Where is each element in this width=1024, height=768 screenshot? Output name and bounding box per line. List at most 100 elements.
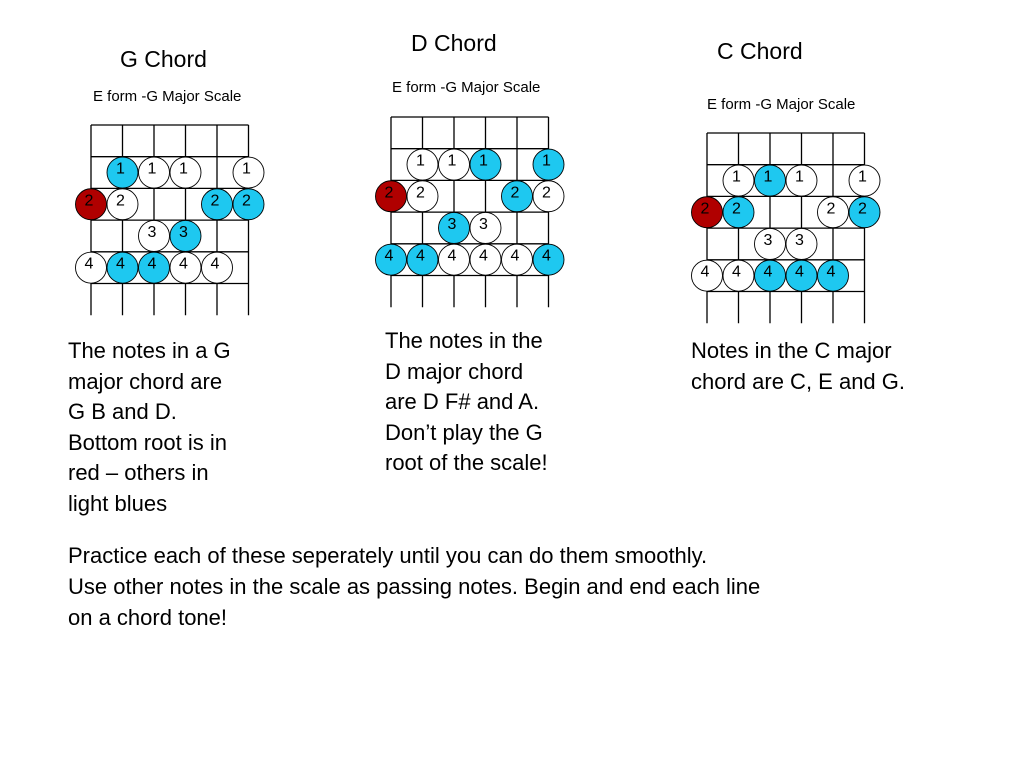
chord-note-dot [501, 180, 533, 213]
chord-note-dot [817, 259, 849, 292]
note-finger-label: 1 [764, 169, 773, 186]
note-finger-label: 3 [795, 232, 804, 249]
note-finger-label: 4 [701, 264, 710, 281]
note-finger-label: 3 [479, 216, 488, 233]
description-line: The notes in the [385, 328, 543, 353]
note-finger-label: 4 [511, 248, 520, 265]
note-finger-label: 4 [732, 264, 741, 281]
practice-instructions: Practice each of these seperately until … [68, 540, 760, 633]
note-finger-label: 1 [242, 161, 251, 178]
chord-note-dot [754, 164, 786, 197]
scale-note-dot [785, 164, 818, 197]
note-finger-label: 4 [148, 256, 157, 273]
chord-note-dot [169, 219, 202, 252]
note-finger-label: 1 [732, 169, 741, 186]
note-finger-label: 4 [116, 256, 125, 273]
chord-note-dot [532, 243, 565, 276]
note-finger-label: 4 [179, 256, 188, 273]
description-line: root of the scale! [385, 450, 548, 475]
description-line: Notes in the C major [691, 338, 892, 363]
chord-note-dot [754, 259, 786, 292]
scale-note-dot [532, 180, 565, 213]
scale-note-dot [138, 156, 170, 189]
c-chord-subtitle: E form -G Major Scale [707, 96, 856, 113]
note-finger-label: 4 [416, 248, 425, 265]
scale-note-dot [201, 251, 233, 284]
root-note-dot [375, 180, 407, 213]
scale-note-dot [691, 259, 723, 292]
root-note-dot [75, 188, 107, 221]
chord-note-dot [106, 251, 139, 284]
chord-note-dot [375, 243, 407, 276]
description-line: D major chord [385, 358, 524, 384]
g-chord-title: G Chord [120, 46, 207, 72]
note-finger-label: 4 [542, 248, 551, 265]
practice-line: on a chord tone! [68, 605, 228, 630]
scale-note-dot [469, 243, 502, 276]
description-line: red – others in [68, 460, 209, 485]
note-finger-label: 3 [179, 224, 188, 241]
chord-note-dot [201, 188, 233, 221]
note-finger-label: 2 [511, 184, 520, 201]
scale-note-dot [848, 164, 881, 197]
note-finger-label: 2 [242, 192, 251, 209]
note-finger-label: 1 [479, 153, 488, 170]
note-finger-label: 4 [795, 264, 804, 281]
chord-note-dot [406, 243, 439, 276]
scale-note-dot [722, 259, 755, 292]
chord-note-dot [848, 196, 881, 229]
note-finger-label: 2 [732, 200, 741, 217]
description-line: major chord are [68, 368, 223, 394]
note-finger-label: 1 [179, 161, 188, 178]
chord-note-dot [532, 148, 565, 181]
note-finger-label: 1 [858, 169, 867, 186]
scale-note-dot [438, 243, 470, 276]
chord-note-dot [469, 148, 502, 181]
root-note-dot [691, 196, 723, 229]
note-finger-label: 1 [542, 153, 551, 170]
note-finger-label: 2 [416, 184, 425, 201]
scale-note-dot [817, 196, 849, 229]
note-finger-label: 2 [85, 192, 94, 209]
chord-note-dot [138, 251, 170, 284]
chord-note-dot [785, 259, 818, 292]
note-finger-label: 1 [795, 169, 804, 186]
scale-note-dot [501, 243, 533, 276]
description-line: Bottom root is in [68, 429, 227, 455]
chord-note-dot [106, 156, 139, 189]
note-finger-label: 2 [385, 184, 394, 201]
chord-note-dot [232, 188, 265, 221]
note-finger-label: 4 [448, 248, 457, 265]
note-finger-label: 2 [858, 200, 867, 217]
description-line: Don’t play the G [385, 419, 543, 445]
scale-note-dot [232, 156, 265, 189]
c-chord-description: Notes in the C major chord are C, E and … [691, 336, 905, 397]
scale-note-dot [169, 156, 202, 189]
scale-note-dot [754, 227, 786, 260]
description-line: are D F# and A. [385, 389, 540, 414]
note-finger-label: 3 [448, 216, 457, 233]
scale-note-dot [75, 251, 107, 284]
note-finger-label: 4 [764, 264, 773, 281]
d-chord-title: D Chord [411, 30, 497, 56]
description-line: chord are C, E and G. [691, 368, 905, 394]
c-chord-title: C Chord [717, 38, 803, 64]
chord-note-dot [438, 211, 470, 244]
note-finger-label: 4 [85, 256, 94, 273]
note-finger-label: 1 [148, 161, 157, 178]
scale-note-dot [722, 164, 755, 197]
note-finger-label: 4 [827, 264, 836, 281]
scale-note-dot [785, 227, 818, 260]
description-line: The notes in a G [68, 338, 231, 363]
g-chord-subtitle: E form -G Major Scale [93, 88, 242, 105]
scale-note-dot [106, 188, 139, 221]
scale-note-dot [438, 148, 470, 181]
practice-line: Use other notes in the scale as passing … [68, 574, 761, 599]
scale-note-dot [406, 148, 439, 181]
note-finger-label: 4 [385, 248, 394, 265]
practice-line: Practice each of these seperately until … [68, 543, 708, 568]
description-line: light blues [68, 490, 168, 516]
